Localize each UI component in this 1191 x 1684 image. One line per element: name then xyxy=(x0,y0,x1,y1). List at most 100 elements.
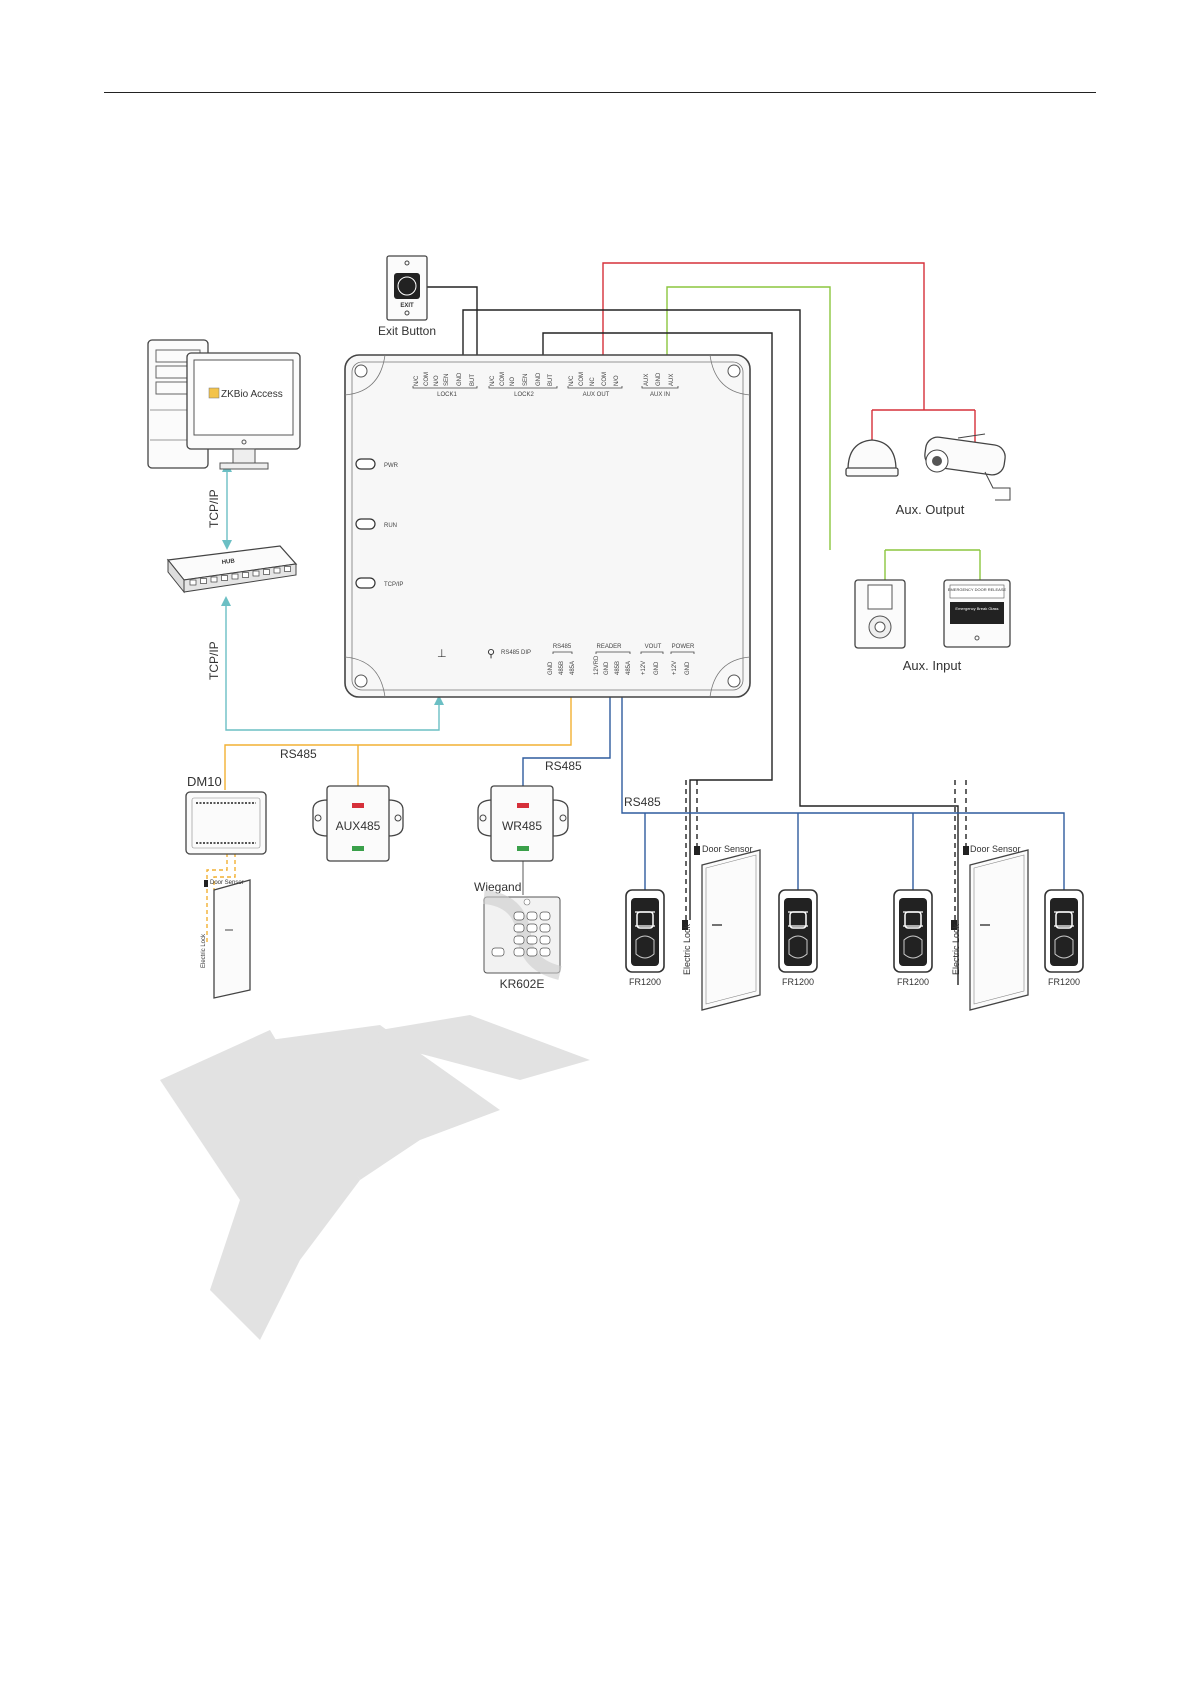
keypad-key xyxy=(513,923,525,933)
exit-text: EXIT xyxy=(400,303,414,309)
hub-port xyxy=(284,566,291,572)
exit-button-label: Exit Button xyxy=(378,324,436,338)
top-terminal-label: N/C xyxy=(414,375,420,386)
small-sensor-block xyxy=(204,880,208,887)
bottom-header-label: READER xyxy=(596,644,622,650)
keypad-key xyxy=(539,947,551,957)
hub-port xyxy=(242,572,249,578)
led-label: RUN xyxy=(384,523,397,529)
top-terminal-label: AUX xyxy=(669,374,675,386)
top-terminal-label: AUX xyxy=(644,374,650,386)
top-group-label: LOCK1 xyxy=(437,392,457,398)
camera-device xyxy=(924,433,1011,501)
bottom-terminal-label: GND xyxy=(654,661,660,675)
top-terminal-label: GND xyxy=(536,372,542,386)
bottom-terminal-label: +12V xyxy=(641,661,647,675)
top-terminal-label: COM xyxy=(424,372,430,386)
hub-port xyxy=(273,567,281,574)
emergency-mid-text: Emergency Break Glass xyxy=(955,606,998,611)
bottom-terminal-label: 485B xyxy=(559,661,565,675)
hub-port xyxy=(210,576,218,583)
pc-monitor xyxy=(186,352,301,470)
door-sensor-dashed-1 xyxy=(685,780,698,920)
keypad-key xyxy=(526,923,538,933)
top-terminal-label: COM xyxy=(579,372,585,386)
electric-lock-small-label: Electric Lock xyxy=(201,933,207,968)
hub-port xyxy=(252,570,260,577)
bottom-header-label: RS485 DIP xyxy=(501,650,531,656)
fr1200-reader xyxy=(625,889,665,973)
emergency-top-text: EMERGENCY DOOR RELEASE xyxy=(948,587,1007,592)
top-terminal-label: COM xyxy=(500,372,506,386)
bottom-header-label: POWER xyxy=(672,644,695,650)
software-logo: ZKBio Access xyxy=(221,389,283,400)
top-terminal-label: NO xyxy=(510,377,516,386)
small-door xyxy=(213,879,251,999)
wr485-label: WR485 xyxy=(502,819,542,833)
dm10-label: DM10 xyxy=(187,774,222,789)
status-led xyxy=(355,458,376,470)
hub-port xyxy=(263,569,270,575)
keypad-key xyxy=(539,923,551,933)
top-terminal-label: GND xyxy=(656,372,662,386)
tcpip-label-lower: TCP/IP xyxy=(207,641,221,680)
top-terminal-label: N/O xyxy=(614,375,620,386)
tcpip-arrow xyxy=(221,596,231,606)
tcpip-arrow xyxy=(222,540,232,550)
siren-device xyxy=(845,439,899,477)
dm10-door-dashed-wire xyxy=(206,853,236,945)
reader-bus-wire xyxy=(621,697,1065,890)
top-group-label: LOCK2 xyxy=(514,392,534,398)
electric-lock-block-1 xyxy=(682,920,688,930)
door-1 xyxy=(701,849,761,1011)
fr1200-reader xyxy=(893,889,933,973)
electric-lock-label-1: Electric Lock xyxy=(682,923,692,975)
keypad-key xyxy=(526,911,538,921)
rs485-label-dm10: RS485 xyxy=(280,747,317,761)
fr1200-reader xyxy=(778,889,818,973)
top-terminal-label: SEN xyxy=(523,374,529,386)
top-terminal-label: GND xyxy=(457,372,463,386)
fr1200-label-3: FR1200 xyxy=(897,977,929,987)
top-terminal-label: BUT xyxy=(548,374,554,386)
dm10-device xyxy=(185,791,267,855)
top-group-label: AUX OUT xyxy=(583,392,610,398)
kr602e-keypad xyxy=(483,890,562,980)
door-sensor-block-1 xyxy=(694,846,700,855)
top-terminal-label: N/O xyxy=(434,375,440,386)
door-sensor-dashed-2 xyxy=(954,780,967,920)
aux-input-label: Aux. Input xyxy=(903,658,962,673)
terminator-icon: ⚲ xyxy=(487,648,495,660)
wr485-device xyxy=(477,785,569,862)
keypad-key xyxy=(526,935,538,945)
top-terminal-label: BUT xyxy=(470,374,476,386)
bottom-terminal-label: GND xyxy=(548,661,554,675)
watermark-logo xyxy=(160,1015,590,1340)
keypad-key xyxy=(539,935,551,945)
panel-mount-hole xyxy=(727,674,741,688)
fr1200-label-4: FR1200 xyxy=(1048,977,1080,987)
keypad-key xyxy=(513,935,525,945)
power-wire xyxy=(602,262,976,442)
top-terminal-label: N/C xyxy=(569,375,575,386)
bottom-header-label: RS485 xyxy=(553,644,572,650)
top-terminal-label: N/C xyxy=(490,375,496,386)
door-2 xyxy=(969,849,1029,1011)
bottom-terminal-label: GND xyxy=(685,661,691,675)
aux-output-label: Aux. Output xyxy=(896,502,965,517)
top-terminal-label: NC xyxy=(590,377,596,386)
hub-port xyxy=(231,573,239,580)
keypad-key xyxy=(513,911,525,921)
network-port-icon: ⊥ xyxy=(437,648,447,660)
panel-mount-hole xyxy=(727,364,741,378)
network-hub xyxy=(166,545,298,594)
electric-lock-block-2 xyxy=(951,920,957,930)
hub-port xyxy=(189,579,197,586)
bottom-terminal-label: 485A xyxy=(570,661,576,675)
hub-port xyxy=(221,575,228,581)
electric-lock-label-2: Electric Lock xyxy=(951,923,961,975)
tcpip-label-upper: TCP/IP xyxy=(207,489,221,528)
top-terminal-label: COM xyxy=(602,372,608,386)
reader-rs485-wire xyxy=(522,697,611,790)
